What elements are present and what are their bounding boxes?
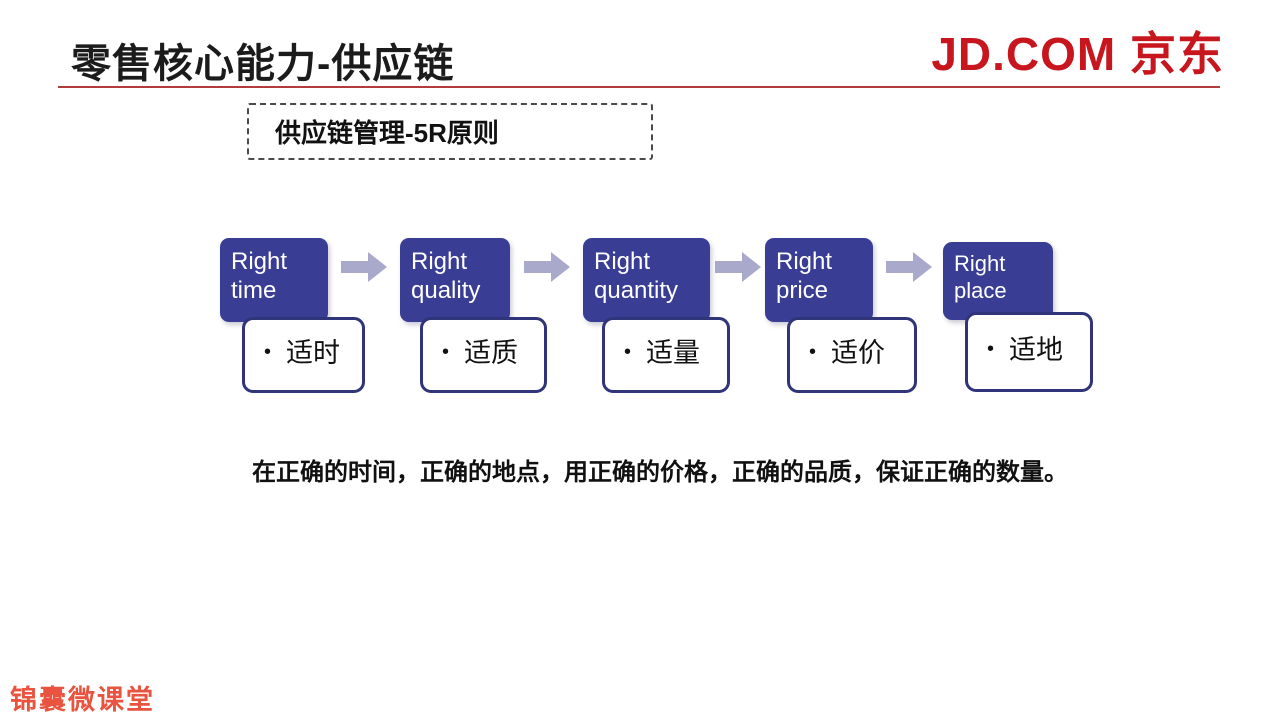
footer-logo: 锦囊微课堂 [10, 685, 155, 715]
bullet-dot: • [264, 341, 272, 363]
title-divider [58, 86, 1220, 88]
summary-text: 在正确的时间，正确的地点，用正确的价格，正确的品质，保证正确的数量。 [252, 459, 1068, 486]
page-title: 零售核心能力-供应链 [71, 42, 455, 86]
subtitle-box: 供应链管理-5R原则 [247, 103, 653, 160]
step-detail-box-right-time: • 适时 [242, 317, 365, 393]
bullet-dot: • [624, 341, 632, 363]
step-box-right-time: Right time [220, 238, 328, 322]
step-box-right-price: Right price [765, 238, 873, 322]
step-detail-box-right-quality: • 适质 [420, 317, 547, 393]
step-box-right-quality: Right quality [400, 238, 510, 322]
right-arrow-icon [341, 252, 387, 282]
bullet-dot: • [809, 341, 817, 363]
subtitle-label: 供应链管理-5R原则 [275, 118, 499, 148]
step-detail-label: 适时 [286, 337, 341, 368]
step-detail-label: 适地 [1009, 334, 1064, 365]
step-detail-box-right-quantity: • 适量 [602, 317, 730, 393]
step-detail-box-right-price: • 适价 [787, 317, 917, 393]
right-arrow-icon [715, 252, 761, 282]
bullet-dot: • [442, 341, 450, 363]
step-detail-box-right-place: • 适地 [965, 312, 1093, 392]
step-detail-label: 适价 [831, 337, 886, 368]
step-detail-label: 适量 [646, 337, 701, 368]
bullet-dot: • [987, 338, 995, 360]
right-arrow-icon [886, 252, 932, 282]
step-box-right-quantity: Right quantity [583, 238, 710, 322]
step-box-right-place: Right place [943, 242, 1053, 320]
step-detail-label: 适质 [464, 337, 519, 368]
jd-logo: JD.COM 京东 [931, 28, 1224, 80]
right-arrow-icon [524, 252, 570, 282]
